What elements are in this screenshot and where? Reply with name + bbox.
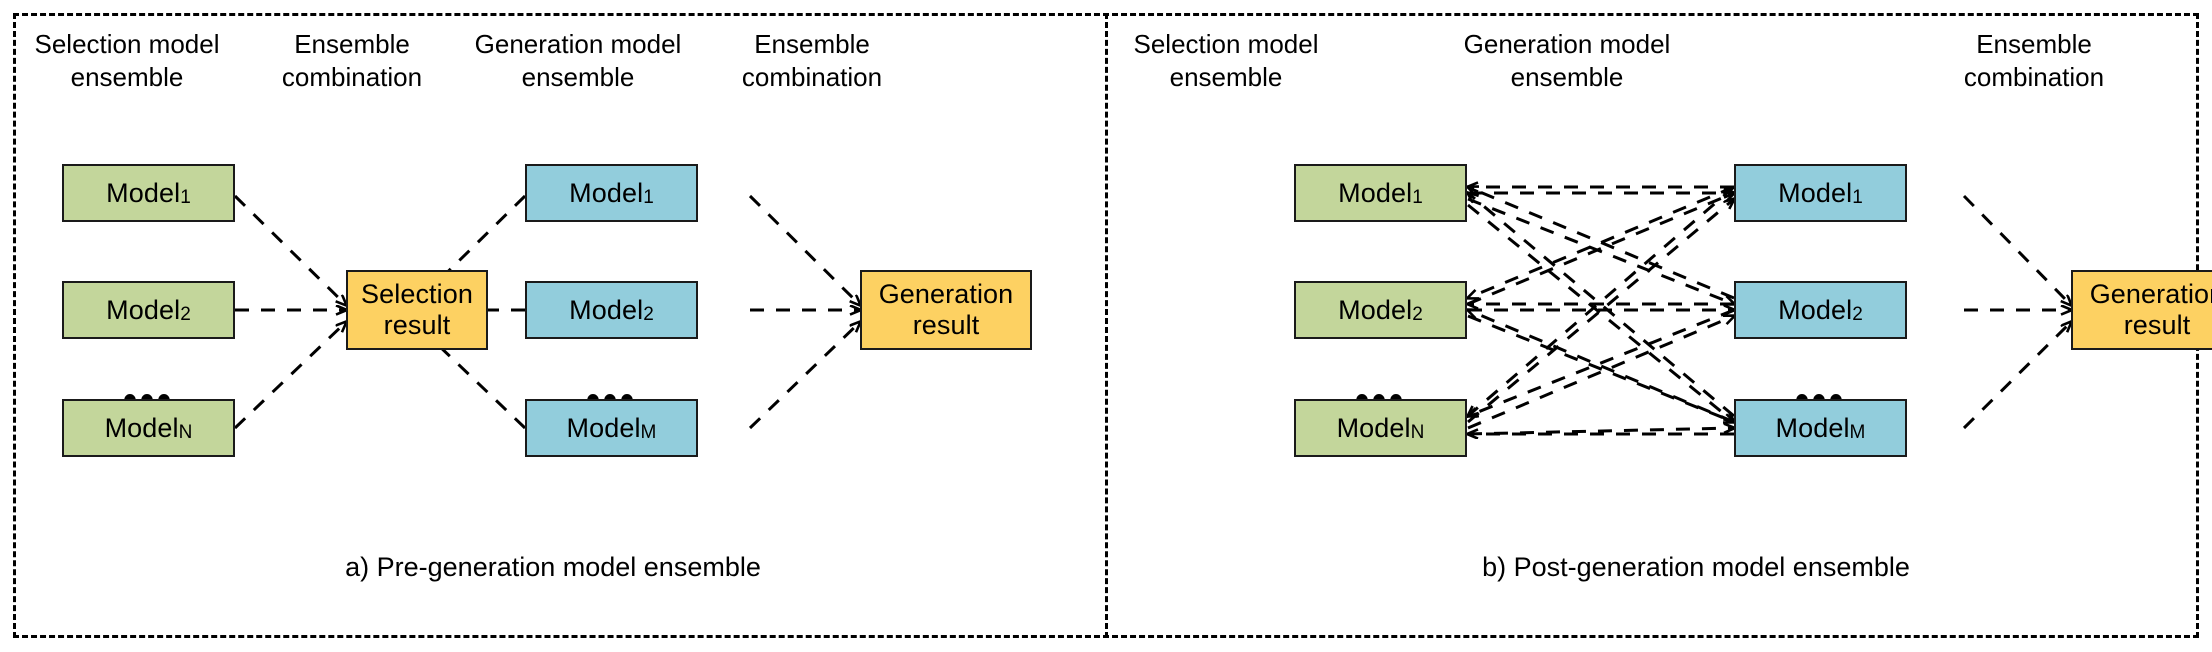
panel-post-generation: Selection model ensemble Generation mode… bbox=[1106, 0, 2212, 652]
panel-b-caption: b) Post-generation model ensemble bbox=[1482, 552, 1910, 582]
node-subscript: N bbox=[1410, 421, 1425, 443]
column-title-selection-model-ensemble: Selection model ensemble bbox=[34, 29, 220, 92]
node-label: Model bbox=[1775, 412, 1850, 443]
node-label: Model bbox=[1338, 294, 1413, 325]
node-label: Model bbox=[1338, 177, 1413, 208]
node-label: Model bbox=[1778, 294, 1853, 325]
node-subscript: M bbox=[640, 421, 657, 443]
node-selection-result[interactable]: Selection result bbox=[346, 270, 488, 350]
column-title-ensemble-combination: Ensemble combination bbox=[1963, 29, 2105, 92]
node-subscript: 2 bbox=[180, 303, 191, 325]
node-label: Model bbox=[104, 412, 179, 443]
node-label: Model bbox=[566, 412, 641, 443]
panel-pre-generation: Selection model ensemble Ensemble combin… bbox=[34, 29, 1032, 582]
node-subscript: N bbox=[178, 421, 193, 443]
node-label: Model bbox=[1778, 177, 1853, 208]
node-label: Model bbox=[569, 294, 644, 325]
node-generation-result[interactable]: Generation result bbox=[2071, 270, 2212, 350]
column-title-generation-model-ensemble: Generation model ensemble bbox=[474, 29, 682, 92]
panel-a-caption: a) Pre-generation model ensemble bbox=[345, 552, 761, 582]
node-subscript: 1 bbox=[643, 186, 654, 208]
node-generation-result[interactable]: Generation result bbox=[860, 270, 1032, 350]
node-subscript: 1 bbox=[1852, 186, 1863, 208]
column-title-generation-model-ensemble: Generation model ensemble bbox=[1463, 29, 1671, 92]
node-label: Model bbox=[106, 177, 181, 208]
node-subscript: M bbox=[1849, 421, 1866, 443]
node-label: Model bbox=[1336, 412, 1411, 443]
node-label: Model bbox=[106, 294, 181, 325]
column-title-ensemble-combination-2: Ensemble combination bbox=[741, 29, 883, 92]
node-subscript: 2 bbox=[643, 303, 654, 325]
column-title-ensemble-combination-1: Ensemble combination bbox=[281, 29, 423, 92]
node-label: Model bbox=[569, 177, 644, 208]
panel-divider bbox=[1105, 13, 1108, 638]
node-subscript: 1 bbox=[180, 186, 191, 208]
node-subscript: 1 bbox=[1412, 186, 1423, 208]
node-subscript: 2 bbox=[1412, 303, 1423, 325]
column-title-selection-model-ensemble: Selection model ensemble bbox=[1133, 29, 1319, 92]
node-subscript: 2 bbox=[1852, 303, 1863, 325]
